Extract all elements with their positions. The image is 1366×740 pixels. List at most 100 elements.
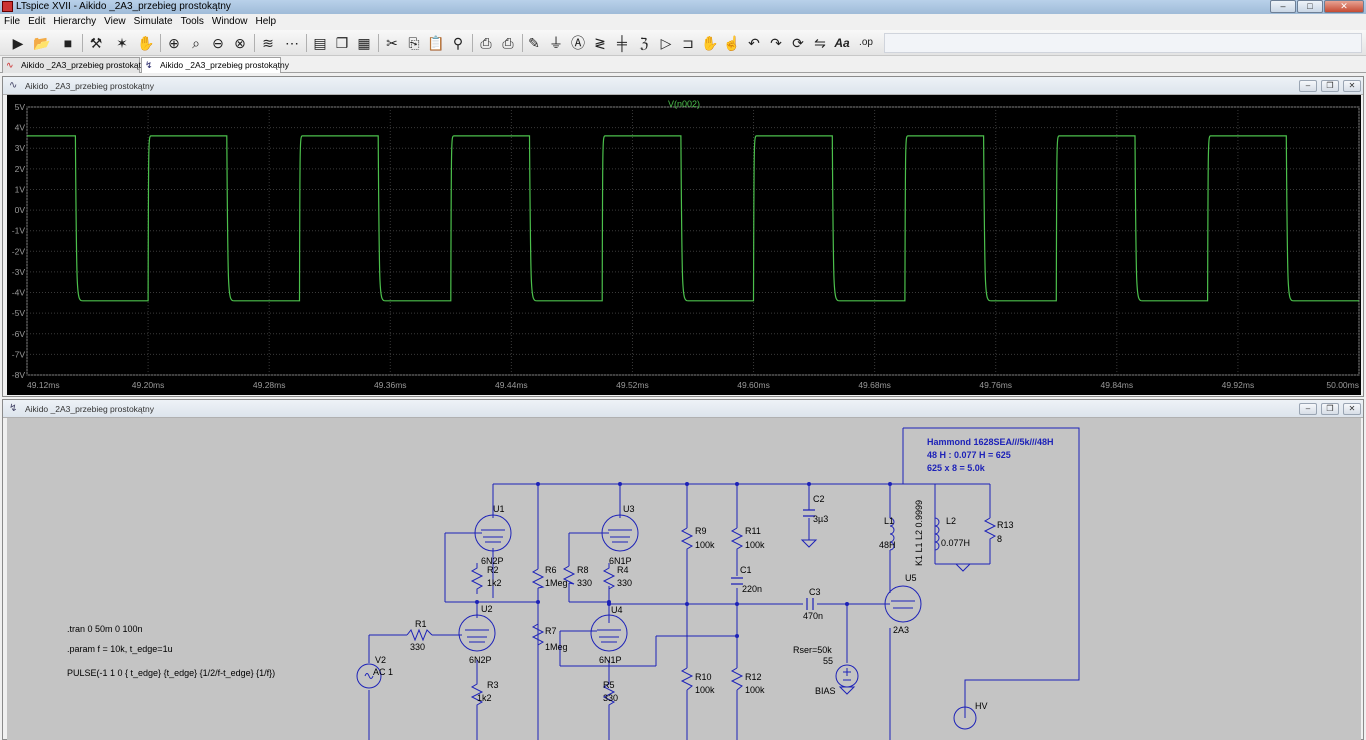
u4-model[interactable]: 6N1P: [599, 655, 622, 665]
run-icon[interactable]: ▶: [12, 35, 24, 51]
c3-label[interactable]: C3: [809, 587, 821, 597]
r12-label[interactable]: R12: [745, 672, 762, 682]
c3-value[interactable]: 470n: [803, 611, 823, 621]
find-icon[interactable]: ⚲: [452, 35, 464, 51]
tab-schematic[interactable]: ↯ Aikido _2A3_przebieg prostokątny: [141, 57, 289, 73]
u3-label[interactable]: U3: [623, 504, 635, 514]
redo-icon[interactable]: ↷: [770, 35, 782, 51]
undo-icon[interactable]: ↶: [748, 35, 760, 51]
minimize-button[interactable]: –: [1270, 0, 1296, 13]
cascade-icon[interactable]: ❐: [335, 35, 349, 51]
u5-label[interactable]: U5: [905, 573, 917, 583]
c2-label[interactable]: C2: [813, 494, 825, 504]
r4-label[interactable]: R4: [617, 565, 629, 575]
cut-icon[interactable]: ✂: [386, 35, 398, 51]
r6-label[interactable]: R6: [545, 565, 557, 575]
autorange-icon[interactable]: ≋: [262, 35, 274, 51]
halt-icon[interactable]: ✶: [116, 35, 128, 51]
r11-value[interactable]: 100k: [745, 540, 765, 550]
u2-model[interactable]: 6N2P: [469, 655, 492, 665]
trace-v-n002[interactable]: [27, 135, 1359, 302]
control-panel-icon[interactable]: ⚒: [89, 35, 103, 51]
menu-file[interactable]: File: [4, 16, 21, 27]
bias-value[interactable]: 55: [823, 656, 833, 666]
menu-view[interactable]: View: [104, 16, 126, 27]
bias-label[interactable]: BIAS: [815, 686, 836, 696]
r10-value[interactable]: 100k: [695, 685, 715, 695]
ground-icon[interactable]: ⏚: [549, 35, 563, 51]
l1-label[interactable]: L1: [884, 516, 894, 526]
r4-value[interactable]: 330: [617, 578, 632, 588]
r3-value[interactable]: 1k2: [477, 693, 492, 703]
hv-label[interactable]: HV: [975, 701, 988, 711]
drag-icon[interactable]: ☝: [723, 35, 741, 51]
pulse-directive[interactable]: PULSE(-1 1 0 { t_edge} {t_edge} {1/2/f-t…: [67, 668, 275, 678]
r8-label[interactable]: R8: [577, 565, 589, 575]
pan-hand-icon[interactable]: ✋: [137, 35, 155, 51]
l2-value[interactable]: 0.077H: [941, 538, 970, 548]
rotate-icon[interactable]: ⟳: [792, 35, 804, 51]
spice-directive-icon[interactable]: .op: [859, 37, 873, 48]
r12-value[interactable]: 100k: [745, 685, 765, 695]
tubes[interactable]: [458, 514, 922, 652]
r13-value[interactable]: 8: [997, 534, 1002, 544]
u2-label[interactable]: U2: [481, 604, 493, 614]
menu-tools[interactable]: Tools: [180, 16, 204, 27]
child-minimize-button[interactable]: –: [1299, 80, 1317, 92]
r3-label[interactable]: R3: [487, 680, 499, 690]
capacitor-icon[interactable]: ╪: [617, 35, 627, 51]
copy-icon[interactable]: ⎘: [408, 35, 420, 51]
r1-value[interactable]: 330: [410, 642, 425, 652]
c1-value[interactable]: 220n: [742, 584, 762, 594]
ltspice-app-icon[interactable]: [2, 1, 13, 12]
tab-waveform[interactable]: ∿ Aikido _2A3_przebieg prostokątny: [2, 57, 150, 73]
r10-label[interactable]: R10: [695, 672, 712, 682]
diode-icon[interactable]: ▷: [660, 35, 672, 51]
paste-icon[interactable]: 📋: [427, 35, 445, 51]
bias-rser[interactable]: Rser=50k: [793, 645, 832, 655]
r6-value[interactable]: 1Meg: [545, 578, 568, 588]
menu-edit[interactable]: Edit: [28, 16, 46, 27]
r2-value[interactable]: 1k2: [487, 578, 502, 588]
child-close-button[interactable]: ✕: [1343, 403, 1361, 415]
v2-value[interactable]: AC 1: [373, 667, 393, 677]
label-net-icon[interactable]: Ⓐ: [571, 35, 585, 51]
menu-simulate[interactable]: Simulate: [133, 16, 173, 27]
r5-label[interactable]: R5: [603, 680, 615, 690]
zoom-cancel-icon[interactable]: ⊗: [234, 35, 246, 51]
u4-label[interactable]: U4: [611, 605, 623, 615]
resistor-icon[interactable]: ≷: [594, 35, 606, 51]
move-icon[interactable]: ✋: [701, 35, 719, 51]
child-minimize-button[interactable]: –: [1299, 403, 1317, 415]
transformer-note-line1[interactable]: Hammond 1628SEA///5k///48H: [927, 437, 1054, 447]
component-icon[interactable]: ⊐: [682, 35, 694, 51]
capacitors[interactable]: [731, 509, 815, 610]
c2-value[interactable]: 3µ3: [813, 514, 828, 524]
r8-value[interactable]: 330: [577, 578, 592, 588]
zoom-in-icon[interactable]: ⊕: [168, 35, 180, 51]
child-restore-button[interactable]: ❐: [1321, 80, 1339, 92]
r11-label[interactable]: R11: [745, 526, 761, 536]
text-icon[interactable]: Aa: [834, 36, 850, 50]
u1-label[interactable]: U1: [493, 504, 505, 514]
tile-horizontal-icon[interactable]: ▤: [313, 35, 327, 51]
tile-icon[interactable]: ▦: [357, 35, 371, 51]
zoom-area-icon[interactable]: ⌕: [192, 35, 200, 51]
r9-value[interactable]: 100k: [695, 540, 715, 550]
param-directive[interactable]: .param f = 10k, t_edge=1u: [67, 644, 173, 654]
wire-icon[interactable]: ✎: [528, 35, 540, 51]
print-setup-icon[interactable]: ⎙: [480, 35, 492, 51]
grid-icon[interactable]: ⋯: [285, 35, 299, 51]
v2-label[interactable]: V2: [375, 655, 386, 665]
r9-label[interactable]: R9: [695, 526, 707, 536]
zoom-out-icon[interactable]: ⊖: [212, 35, 224, 51]
inductors[interactable]: [889, 517, 940, 551]
inductor-icon[interactable]: ℨ: [639, 35, 649, 51]
child-close-button[interactable]: ✕: [1343, 80, 1361, 92]
open-icon[interactable]: 📂: [33, 35, 51, 51]
save-icon[interactable]: ■: [63, 35, 73, 51]
child-restore-button[interactable]: ❐: [1321, 403, 1339, 415]
coupling-directive[interactable]: K1 L1 L2 0.9999: [914, 500, 924, 566]
trace-name-label[interactable]: V(n002): [668, 99, 700, 109]
